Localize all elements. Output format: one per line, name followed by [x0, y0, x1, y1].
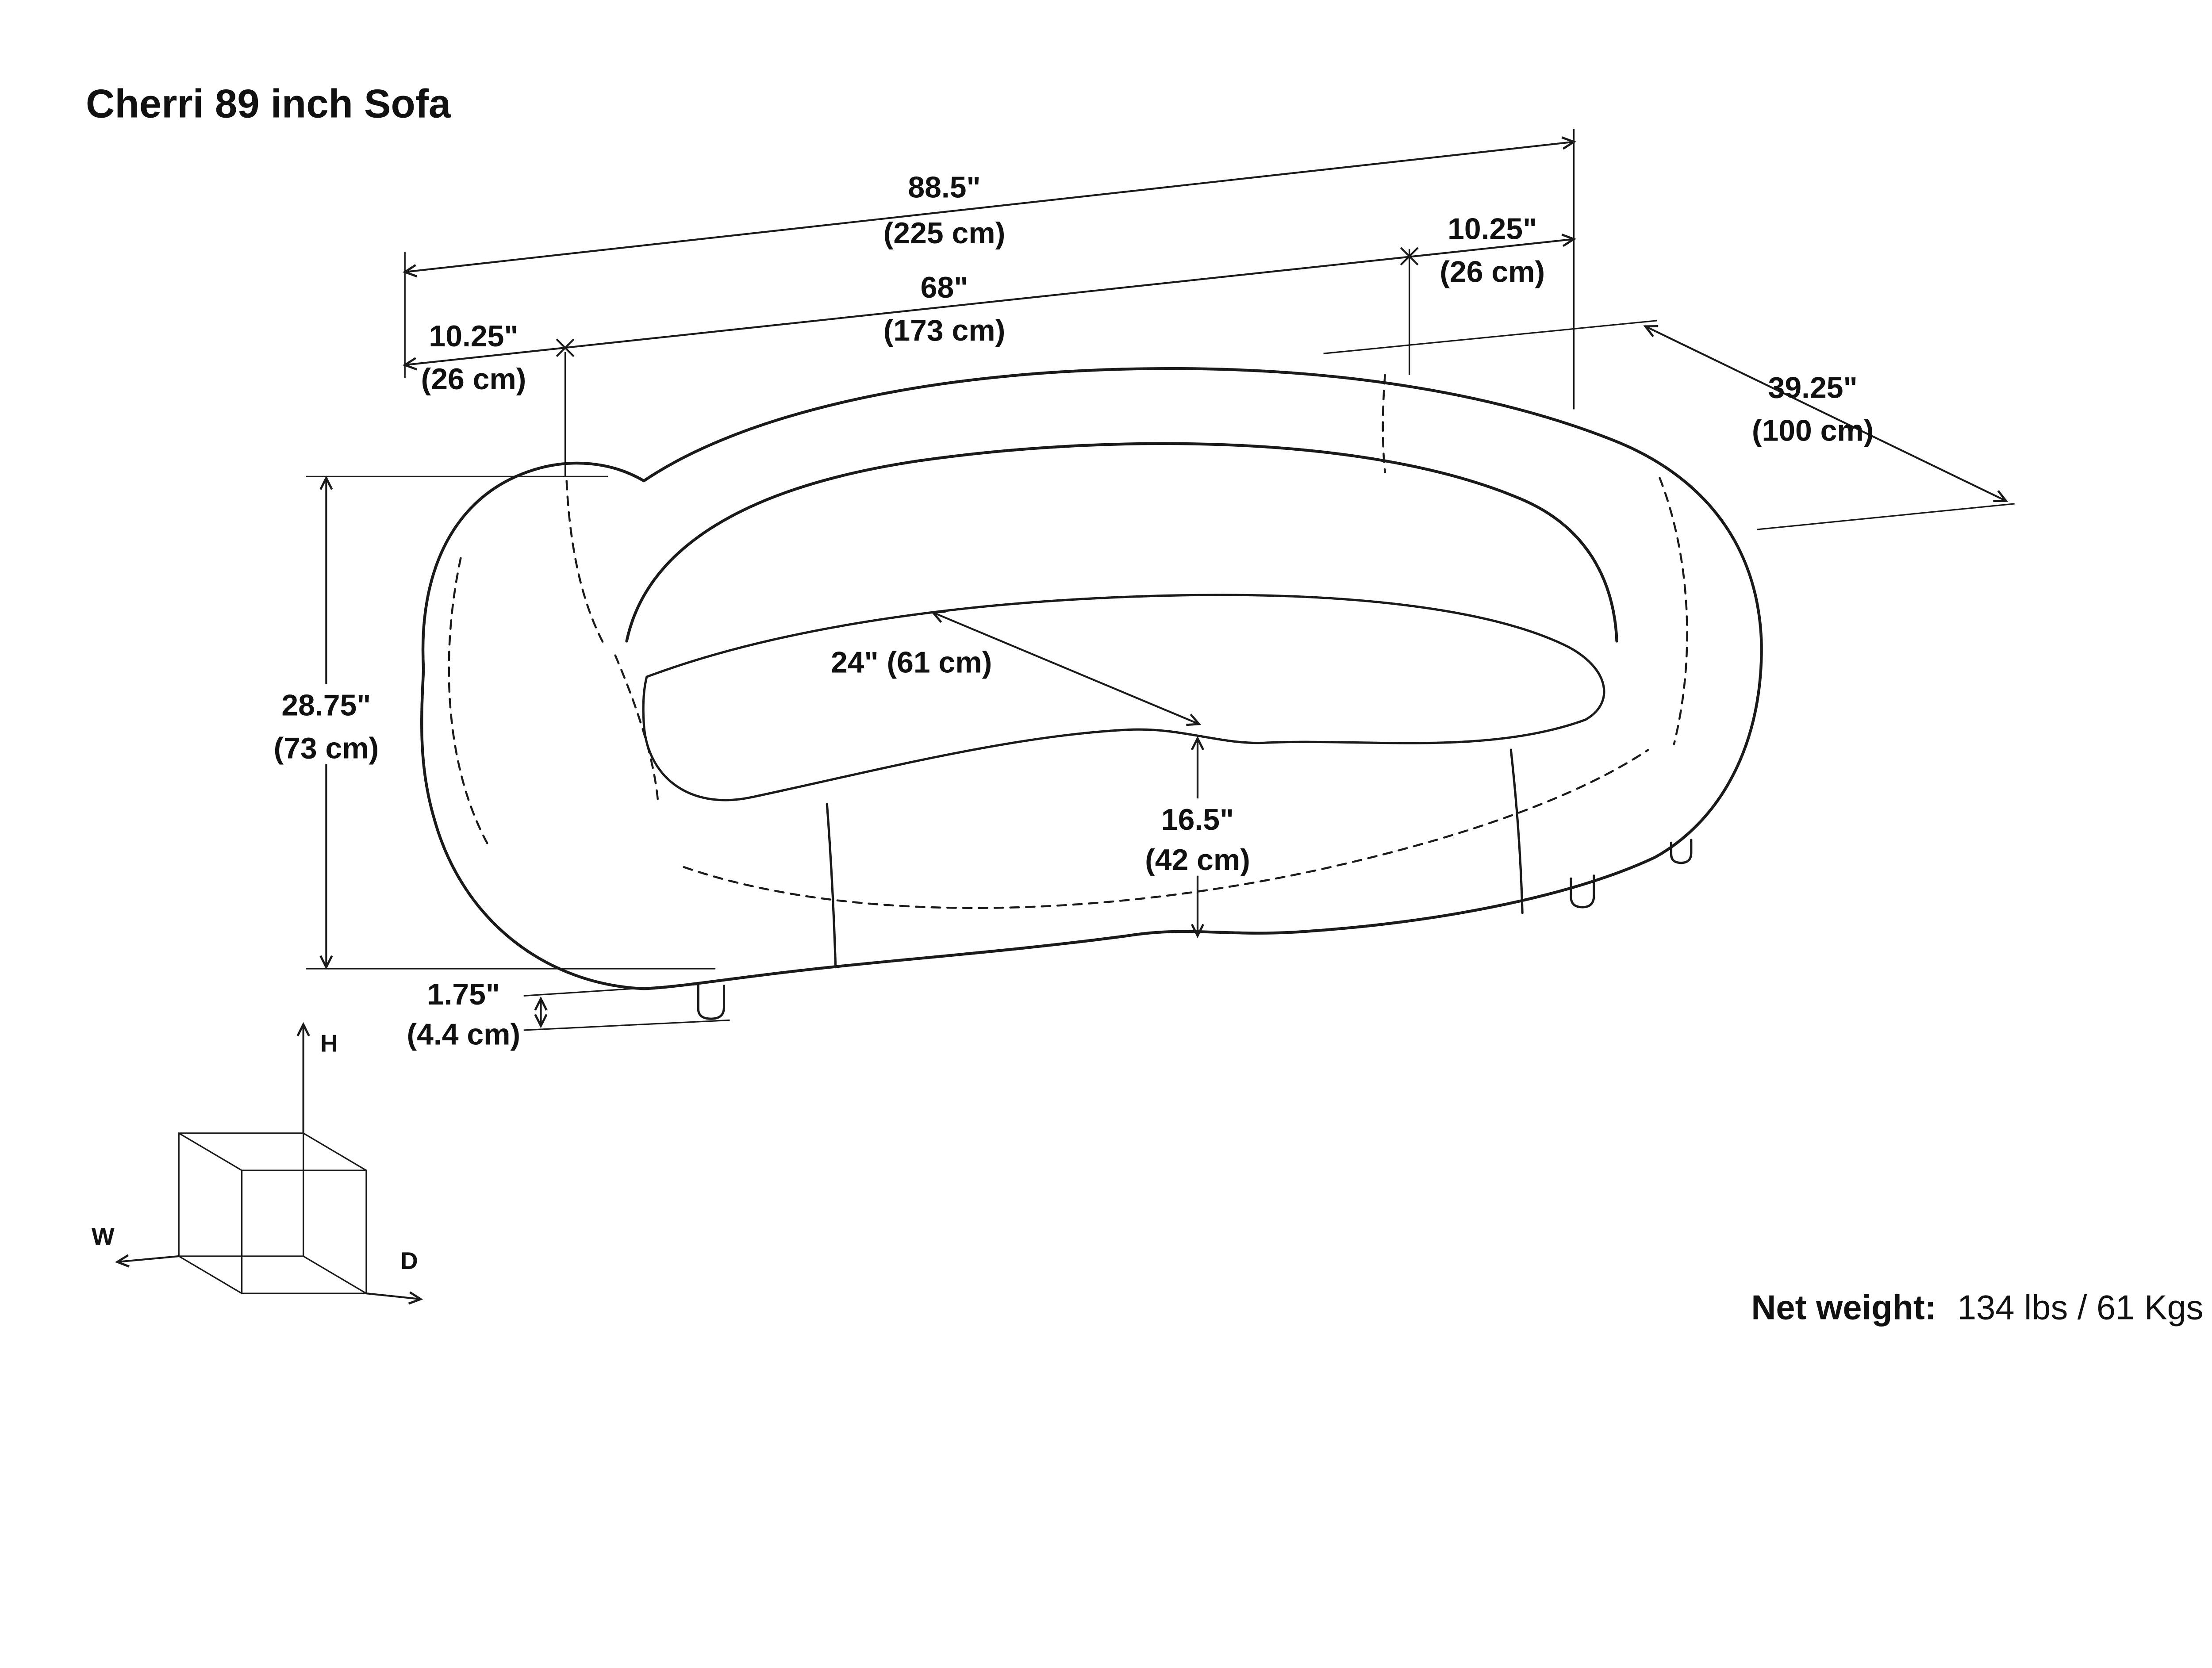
arm-width-left-cm: (26 cm) [421, 363, 526, 396]
overall-depth-line [1643, 325, 2008, 502]
seat-depth-line [930, 610, 1202, 726]
net-weight: Net weight: 134 lbs / 61 Kgs [1751, 1288, 2203, 1327]
skirt-bottom-seam-dashed [683, 748, 1650, 909]
seat-height-inches: 16.5" [1161, 803, 1234, 836]
sofa-inner-back-line [625, 442, 1618, 643]
seat-depth-label: 24" (61 cm) [831, 646, 992, 679]
axis-line-width [115, 1254, 179, 1268]
overall-width-inches: 88.5" [908, 171, 980, 204]
arm-width-left-inches: 10.25" [429, 320, 518, 353]
sofa-leg-front-right [1570, 874, 1595, 909]
seat-width-inches: 68" [921, 271, 968, 304]
seat-cushion-outline [642, 594, 1605, 801]
skirt-seam-left [826, 803, 837, 969]
left-inner-arm-seam-dashed [565, 479, 605, 645]
dim-leg-height: 1.75" (4.4 cm) [407, 978, 548, 1051]
page-title: Cherri 89 inch Sofa [86, 82, 451, 127]
left-arm-front-seam-dashed [614, 654, 659, 805]
overall-height-inches: 28.75" [281, 689, 371, 722]
sofa-leg-rear-right [1670, 839, 1693, 864]
tick-right-inner [1400, 247, 1419, 266]
leg-height-cm: (4.4 cm) [407, 1018, 521, 1051]
cube-depth-edges [178, 1132, 367, 1294]
sofa-leg-front-left [697, 983, 726, 1020]
seat-width-line [402, 234, 1576, 371]
seat-height-cm: (42 cm) [1145, 844, 1250, 877]
extension-leg-bottom [523, 1019, 730, 1031]
arm-width-right-inches: 10.25" [1448, 213, 1537, 246]
axis-line-depth [366, 1291, 423, 1305]
overall-depth-cm: (100 cm) [1752, 414, 1874, 448]
right-arm-seam-dashed [1659, 477, 1688, 745]
overall-width-cm: (225 cm) [883, 217, 1006, 250]
net-weight-label: Net weight: [1751, 1288, 1936, 1327]
axis-label-width: W [92, 1223, 115, 1250]
net-weight-value: 134 lbs / 61 Kgs [1957, 1288, 2204, 1327]
dim-overall-depth: 39.25" (100 cm) [1643, 325, 2008, 502]
diagram-svg: Cherri 89 inch Sofa [86, 82, 2204, 1327]
back-seam-dashed [1382, 374, 1386, 473]
dim-overall-height: 28.75" (73 cm) [273, 475, 379, 970]
leg-height-inches: 1.75" [427, 978, 500, 1011]
extension-depth-front [1757, 503, 2015, 530]
extension-leg-top [523, 983, 699, 997]
left-arm-seam-dashed [448, 557, 491, 848]
sofa-drawing [420, 367, 1763, 1020]
axis-cube: H W D [92, 1022, 423, 1305]
dim-overall-width: 88.5" (225 cm) [402, 136, 1576, 278]
dimension-diagram: Cherri 89 inch Sofa [86, 81, 2204, 1327]
seat-width-cm: (173 cm) [883, 314, 1006, 347]
skirt-seam-right [1509, 748, 1524, 914]
overall-depth-inches: 39.25" [1768, 372, 1858, 405]
extension-lines [306, 129, 2015, 1031]
overall-height-cm: (73 cm) [273, 732, 379, 765]
extension-depth-back [1323, 320, 1657, 354]
arm-width-right-cm: (26 cm) [1440, 256, 1545, 289]
tick-left-inner [556, 338, 575, 357]
dim-seat-height: 16.5" (42 cm) [1145, 736, 1250, 938]
overall-width-line [402, 136, 1576, 278]
axis-label-depth: D [400, 1247, 418, 1274]
axis-label-height: H [320, 1030, 338, 1057]
dim-seat-depth: 24" (61 cm) [831, 610, 1202, 726]
dim-seat-and-arm-widths: 10.25" (26 cm) 68" (173 cm) 10.25" (26 c… [402, 213, 1576, 396]
